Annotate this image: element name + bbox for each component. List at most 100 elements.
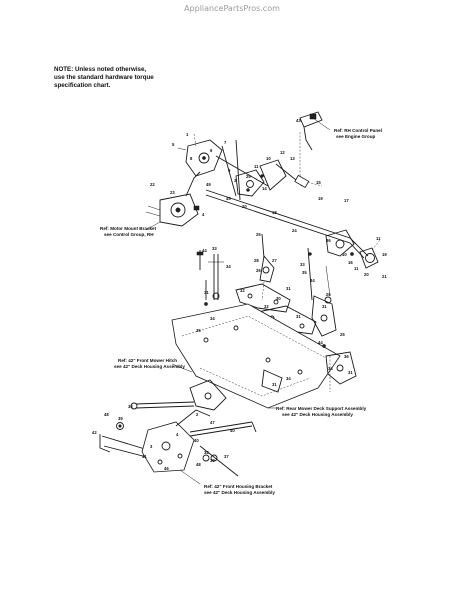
motor-mount-bracket <box>145 171 201 227</box>
part-number-36: 36 <box>326 238 331 243</box>
part-number-9: 9 <box>228 168 231 173</box>
part-number-13: 13 <box>290 156 295 161</box>
part-number-2: 2 <box>196 412 199 417</box>
part-number-48: 48 <box>104 412 109 417</box>
rh-control-panel-bracket <box>299 111 323 187</box>
part-number-49: 49 <box>206 182 211 187</box>
part-number-8: 8 <box>190 156 193 161</box>
part-number-34d: 34 <box>328 366 333 371</box>
front-housing-bracket <box>141 409 211 473</box>
part-number-23: 23 <box>170 190 175 195</box>
watermark: AppliancePartsPros.com <box>184 4 280 13</box>
part-number-4: 4 <box>202 212 205 217</box>
part-number-6: 6 <box>210 148 213 153</box>
part-number-33b: 33 <box>300 262 305 267</box>
callout-motor-mount-l1: Ref: Motor Mount Bracket <box>100 226 157 231</box>
part-number-18: 18 <box>272 210 277 215</box>
part-number-38b: 38 <box>204 450 209 455</box>
part-number-37: 37 <box>224 454 229 459</box>
part-number-10b: 10 <box>342 252 347 257</box>
part-number-25: 25 <box>256 232 261 237</box>
part-number-44: 44 <box>202 248 207 253</box>
part-number-20b: 20 <box>364 272 369 277</box>
note-text: NOTE: Unless noted otherwise, use the st… <box>54 66 154 90</box>
part-number-29: 29 <box>246 174 251 179</box>
part-number-47: 47 <box>210 420 215 425</box>
part-number-3b: 3 <box>150 444 153 449</box>
callout-rear-deck-support-l2: see 42" Deck Housing Assembly <box>282 412 353 417</box>
part-number-41: 41 <box>142 454 147 459</box>
part-number-19: 19 <box>318 196 323 201</box>
callout-front-housing-l2: see 42" Deck Housing Assembly <box>204 490 275 495</box>
shaft-end-assembly-right <box>325 229 381 269</box>
callout-leaders <box>145 115 331 485</box>
part-number-34: 34 <box>226 264 231 269</box>
callout-rear-deck-support-l1: Ref: Rear Mower Deck Support Assembly <box>276 406 367 411</box>
part-number-31c: 31 <box>296 314 301 319</box>
part-number-31d: 31 <box>322 304 327 309</box>
deck-mounting-plate <box>171 303 341 409</box>
part-number-32: 32 <box>240 288 245 293</box>
part-number-16: 16 <box>348 260 353 265</box>
part-number-45: 45 <box>226 196 231 201</box>
callout-front-housing-l1: Ref: 42" Front Housing Bracket <box>204 484 273 489</box>
part-number-35b: 35 <box>196 328 201 333</box>
part-number-44b: 44 <box>318 340 323 345</box>
front-lift-rod-upper <box>130 401 195 410</box>
part-number-36b: 36 <box>344 354 349 359</box>
part-number-39b: 39 <box>210 458 215 463</box>
front-lift-rod-long <box>189 421 257 477</box>
part-number-4b: 4 <box>176 432 179 437</box>
part-number-34c: 34 <box>210 316 215 321</box>
part-number-40b: 40 <box>194 438 199 443</box>
part-number-11c: 11 <box>354 266 359 271</box>
part-number-24: 24 <box>292 228 297 233</box>
part-number-35: 35 <box>302 270 307 275</box>
part-number-labels: 43 1 5 7 6 8 10 12 13 11 9 3 29 14 15 17… <box>92 118 387 471</box>
part-number-11b: 11 <box>376 236 381 241</box>
part-number-12: 12 <box>280 150 285 155</box>
part-number-40: 40 <box>230 428 235 433</box>
part-number-14: 14 <box>262 186 267 191</box>
callout-front-hitch-l1: Ref: 42" Front Mower Hitch <box>118 358 177 363</box>
part-number-43: 43 <box>296 118 301 123</box>
rear-deck-support-bracket <box>322 344 357 392</box>
callout-rh-control-panel-l1: Ref: RH Control Panel <box>334 128 382 133</box>
part-number-34b: 34 <box>310 278 315 283</box>
lift-arm-right <box>311 295 337 337</box>
spacer-bushing <box>116 422 218 462</box>
part-number-20: 20 <box>242 204 247 209</box>
control-link-bracket-left <box>177 133 223 177</box>
note-line-2: use the standard hardware torque <box>54 74 154 81</box>
part-number-26: 26 <box>256 268 261 273</box>
control-rod-upper <box>215 139 269 201</box>
part-number-46: 46 <box>164 466 169 471</box>
part-number-3: 3 <box>234 178 237 183</box>
part-number-1: 1 <box>186 132 189 137</box>
part-number-28: 28 <box>254 258 259 263</box>
part-number-42: 42 <box>92 430 97 435</box>
callout-motor-mount-l2: see Control Group, RH <box>104 232 154 237</box>
callout-rh-control-panel-l2: see Engine Group <box>336 134 376 139</box>
part-number-31f: 31 <box>272 382 277 387</box>
front-mower-hitch <box>189 379 227 411</box>
part-number-33: 33 <box>212 246 217 251</box>
part-number-19b: 19 <box>382 252 387 257</box>
part-number-38: 38 <box>128 404 133 409</box>
part-number-34e: 34 <box>286 376 291 381</box>
lift-link-right <box>307 247 332 304</box>
part-number-39: 39 <box>118 416 123 421</box>
note-line-1: NOTE: Unless noted otherwise, <box>54 66 147 73</box>
callout-front-hitch-l2: see 42" Deck Housing Assembly <box>114 364 185 369</box>
part-number-31: 31 <box>204 290 209 295</box>
bolt-stack-left <box>196 250 208 306</box>
hanger-bracket-left <box>235 283 291 313</box>
part-number-31e: 31 <box>348 370 353 375</box>
lift-link-left <box>208 254 224 300</box>
main-cross-shaft <box>205 189 369 259</box>
part-number-10: 10 <box>266 156 271 161</box>
part-number-31b: 31 <box>286 286 291 291</box>
part-number-32b: 32 <box>264 304 269 309</box>
lift-link-center <box>259 233 275 301</box>
